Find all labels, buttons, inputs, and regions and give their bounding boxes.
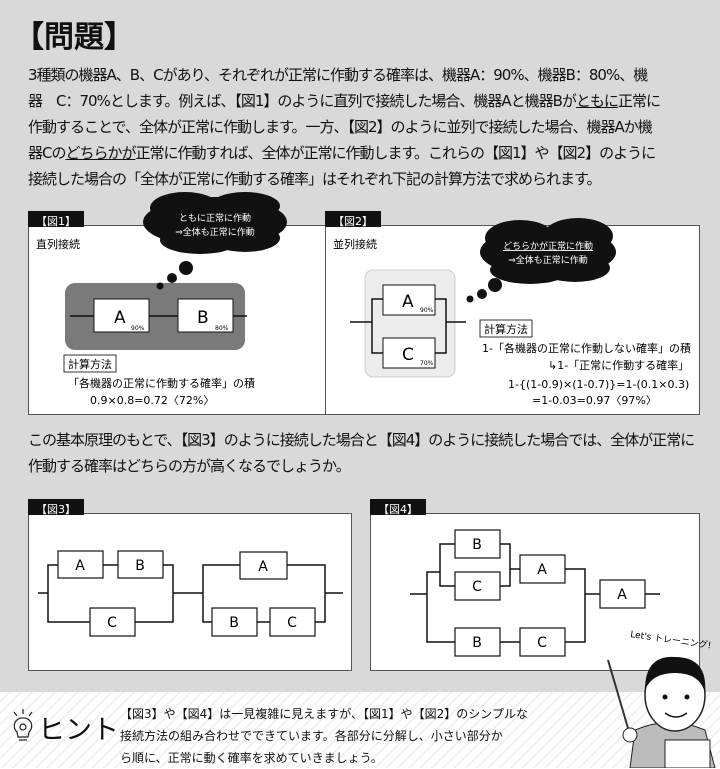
underlined-text: ともに [575, 92, 619, 110]
figure-1 [28, 225, 337, 415]
figure-4-tab: 【図4】 [370, 499, 426, 516]
hint-line: ら順に、正常に動く確率を求めていきましょう。 [120, 751, 383, 765]
intro-line: 器 C：70%とします。例えば、【図1】のように直列で接続した場合、機器Aと機器… [28, 88, 718, 114]
text: 正常に作動すれば、全体が正常に作動します。これらの【図1】や【図2】のように [135, 144, 657, 162]
intro-line: 接続した場合の「全体が正常に作動する確率」はそれぞれ下記の計算方法で求められます… [28, 170, 602, 188]
hint-line: 接続方法の組み合わせでできています。各部分に分解し、小さい部分か [120, 729, 503, 743]
hint-line: 【図3】や【図4】は一見複雑に見えますが、【図1】や【図2】のシンプルな [120, 707, 528, 721]
intro-line: 3種類の機器A、B、Cがあり、それぞれが正常に作動する確率は、機器A：90%、機… [28, 66, 648, 84]
underlined-text: どちらかが [65, 144, 136, 162]
intro-paragraph: 3種類の機器A、B、Cがあり、それぞれが正常に作動する確率は、機器A：90%、機… [28, 62, 718, 192]
text: 器 C：70%とします。例えば、【図1】のように直列で接続した場合、機器Aと機器… [28, 92, 577, 110]
hint-title: ヒント [38, 715, 119, 746]
page-title: 【問題】 [14, 20, 134, 55]
hint-text: 【図3】や【図4】は一見複雑に見えますが、【図1】や【図2】のシンプルな 接続方… [120, 703, 528, 769]
question-paragraph: この基本原理のもとで、【図3】のように接続した場合と【図4】のように接続した場合… [28, 427, 718, 479]
figure-2-tab: 【図2】 [325, 211, 381, 228]
figure-3 [28, 513, 352, 671]
figure-1-tab: 【図1】 [28, 211, 84, 228]
figure-2 [325, 225, 700, 415]
figure-4 [370, 513, 700, 671]
figure-3-tab: 【図3】 [28, 499, 84, 516]
intro-line: 作動することで、全体が正常に作動します。一方、【図2】のように並列で接続した場合… [28, 118, 653, 136]
hint-panel [0, 692, 720, 768]
intro-line: 器Cのどちらかが正常に作動すれば、全体が正常に作動します。これらの【図1】や【図… [28, 140, 718, 166]
text: 器Cの [28, 144, 66, 162]
question-line: この基本原理のもとで、【図3】のように接続した場合と【図4】のように接続した場合… [28, 431, 695, 449]
question-line: 作動する確率はどちらの方が高くなるでしょうか。 [28, 457, 351, 475]
text: 正常に [617, 92, 661, 110]
